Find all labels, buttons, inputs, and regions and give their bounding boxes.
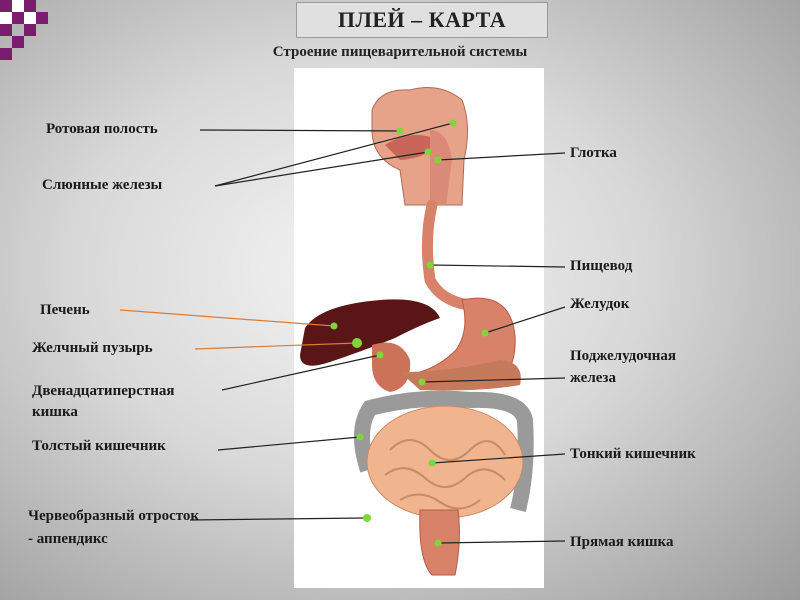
marker-esophagus <box>427 262 434 269</box>
label-salivary-glands: Слюнные железы <box>42 176 162 195</box>
label-pharynx: Глотка <box>570 144 617 163</box>
label-liver: Печень <box>40 301 90 320</box>
leader-esophagus <box>430 265 565 267</box>
label-appendix-1: Червеобразный отросток <box>28 507 199 526</box>
label-appendix-2: - аппендикс <box>28 530 108 549</box>
marker-small-intestine <box>429 460 436 467</box>
label-esophagus: Пищевод <box>570 257 632 276</box>
label-pancreas-1: Поджелудочная <box>570 347 676 366</box>
label-gallbladder: Желчный пузырь <box>32 339 153 358</box>
marker-pharynx <box>435 157 442 164</box>
marker-large-intestine <box>357 434 364 441</box>
marker-salivary-2 <box>425 149 432 156</box>
leader-liver <box>120 310 334 326</box>
marker-liver <box>331 323 338 330</box>
marker-gallbladder <box>352 338 362 348</box>
label-small-intestine: Тонкий кишечник <box>570 445 696 464</box>
esophagus-shape <box>427 205 468 305</box>
label-large-intestine: Толстый кишечник <box>32 437 166 456</box>
marker-rectum <box>435 540 442 547</box>
marker-mouth <box>397 128 404 135</box>
marker-salivary-1 <box>450 120 457 127</box>
liver-shape <box>300 299 440 365</box>
leader-large-intestine <box>218 437 360 450</box>
label-pancreas-2: железа <box>570 369 616 388</box>
leader-mouth <box>200 130 400 131</box>
leader-salivary-2 <box>215 152 428 186</box>
leader-appendix <box>190 518 365 520</box>
label-duodenum-1: Двенадцатиперстная <box>32 382 175 401</box>
label-duodenum-2: кишка <box>32 403 78 422</box>
duodenum-shape <box>372 343 410 392</box>
marker-duodenum <box>377 352 384 359</box>
marker-pancreas <box>419 379 426 386</box>
label-stomach: Желудок <box>570 295 629 314</box>
label-rectum: Прямая кишка <box>570 533 673 552</box>
label-mouth: Ротовая полость <box>46 120 158 139</box>
marker-stomach <box>482 330 489 337</box>
marker-appendix <box>363 514 371 522</box>
